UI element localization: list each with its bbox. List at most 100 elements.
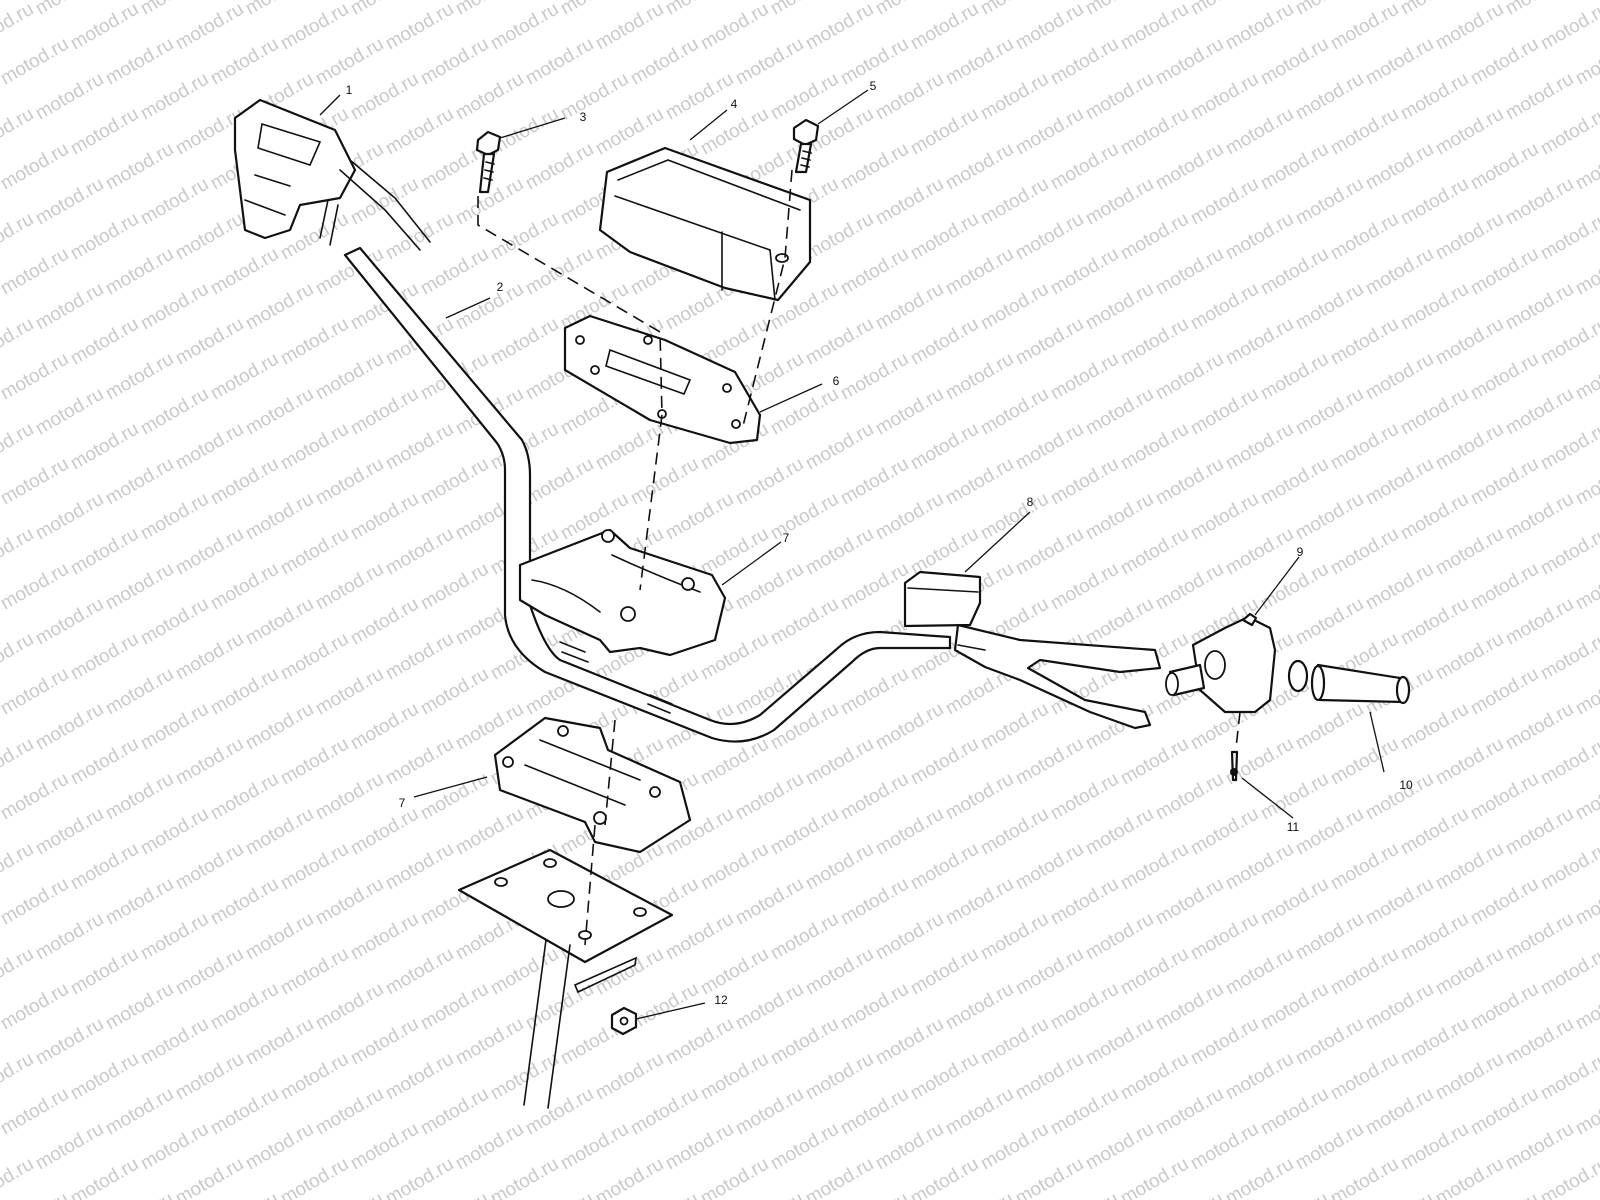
watermark-text: motod.ru — [102, 874, 177, 930]
watermark-text: motod.ru — [1117, 1049, 1192, 1105]
watermark-text: motod.ru — [382, 1154, 457, 1200]
watermark-text: motod.ru — [67, 209, 142, 265]
watermark-text: motod.ru — [1257, 244, 1332, 300]
callout-11: 11 — [1287, 820, 1300, 834]
watermark-text: motod.ru — [347, 1014, 422, 1070]
watermark-text: motod.ru — [347, 1119, 422, 1175]
watermark-text: motod.ru — [837, 349, 912, 405]
watermark-text: motod.ru — [977, 384, 1052, 440]
watermark-text: motod.ru — [382, 524, 457, 580]
watermark-text: motod.ru — [872, 1014, 947, 1070]
watermark-text: motod.ru — [837, 979, 912, 1035]
watermark-text: motod.ru — [242, 384, 317, 440]
watermark-text: motod.ru — [1012, 209, 1087, 265]
watermark-text: motod.ru — [732, 559, 807, 615]
screw-11 — [1230, 750, 1239, 782]
watermark-text: motod.ru — [942, 139, 1017, 195]
watermark-text: motod.ru — [207, 979, 282, 1035]
watermark-text: motod.ru — [102, 244, 177, 300]
watermark-text: motod.ru — [1292, 0, 1367, 19]
watermark-text: motod.ru — [1257, 874, 1332, 930]
callout-10: 10 — [1399, 778, 1413, 792]
watermark-text: motod.ru — [1537, 419, 1600, 475]
watermark-text: motod.ru — [907, 209, 982, 265]
watermark-text: motod.ru — [0, 1189, 72, 1200]
watermark-text: motod.ru — [1117, 524, 1192, 580]
watermark-text: motod.ru — [697, 839, 772, 895]
watermark-text: motod.ru — [802, 0, 877, 54]
watermark-text: motod.ru — [452, 1014, 527, 1070]
watermark-text: motod.ru — [207, 1084, 282, 1140]
watermark-text: motod.ru — [942, 979, 1017, 1035]
watermark-text: motod.ru — [347, 0, 422, 19]
watermark-text: motod.ru — [1467, 769, 1542, 825]
watermark-text: motod.ru — [767, 0, 842, 19]
watermark-text: motod.ru — [137, 384, 212, 440]
watermark-text: motod.ru — [417, 34, 492, 90]
watermark-text: motod.ru — [347, 174, 422, 230]
watermark-text: motod.ru — [32, 594, 107, 650]
watermark-text: motod.ru — [1432, 1049, 1507, 1105]
watermark-text: motod.ru — [1572, 979, 1600, 1035]
watermark-text: motod.ru — [1257, 769, 1332, 825]
callout-9: 9 — [1297, 545, 1304, 559]
watermark-text: motod.ru — [487, 0, 562, 54]
watermark-text: motod.ru — [767, 489, 842, 545]
watermark-text: motod.ru — [312, 454, 387, 510]
watermark-text: motod.ru — [1502, 384, 1577, 440]
watermark-text: motod.ru — [1152, 769, 1227, 825]
watermark-text: motod.ru — [1012, 419, 1087, 475]
watermark-text: motod.ru — [0, 34, 72, 90]
watermark-text: motod.ru — [1572, 244, 1600, 300]
watermark-text: motod.ru — [662, 69, 737, 125]
watermark-text: motod.ru — [1292, 69, 1367, 125]
watermark-text: motod.ru — [102, 979, 177, 1035]
watermark-text: motod.ru — [347, 804, 422, 860]
watermark-text: motod.ru — [172, 1154, 247, 1200]
watermark-text: motod.ru — [347, 699, 422, 755]
brake-master-cylinder — [903, 570, 1162, 730]
watermark-text: motod.ru — [32, 909, 107, 965]
watermark-text: motod.ru — [767, 804, 842, 860]
watermark-text: motod.ru — [1327, 104, 1402, 160]
watermark-text: motod.ru — [452, 69, 527, 125]
watermark-text: motod.ru — [417, 664, 492, 720]
watermark-text: motod.ru — [0, 0, 37, 54]
watermark-text: motod.ru — [382, 734, 457, 790]
watermark-text: motod.ru — [1187, 69, 1262, 125]
watermark-text: motod.ru — [382, 419, 457, 475]
watermark-text: motod.ru — [1432, 839, 1507, 895]
watermark-text: motod.ru — [172, 524, 247, 580]
watermark-text: motod.ru — [1397, 594, 1472, 650]
watermark-text: motod.ru — [977, 0, 1052, 19]
watermark-text: motod.ru — [452, 804, 527, 860]
watermark-text: motod.ru — [1362, 979, 1437, 1035]
watermark-text: motod.ru — [1047, 349, 1122, 405]
watermark-text: motod.ru — [592, 1049, 667, 1105]
watermark-text: motod.ru — [1117, 104, 1192, 160]
watermark-text: motod.ru — [1397, 909, 1472, 965]
watermark-text: motod.ru — [1117, 944, 1192, 1000]
watermark-text: motod.ru — [32, 489, 107, 545]
watermark-text: motod.ru — [0, 874, 72, 930]
watermark-text: motod.ru — [1327, 1049, 1402, 1105]
watermark-text: motod.ru — [802, 839, 877, 895]
watermark-text: motod.ru — [0, 1049, 37, 1105]
watermark-text: motod.ru — [1082, 0, 1157, 19]
watermark-text: motod.ru — [0, 734, 37, 790]
watermark-text: motod.ru — [1362, 349, 1437, 405]
watermark-text: motod.ru — [1467, 1189, 1542, 1200]
watermark-text: motod.ru — [697, 104, 772, 160]
watermark-text: motod.ru — [1257, 559, 1332, 615]
watermark-text: motod.ru — [837, 244, 912, 300]
watermark-text: motod.ru — [942, 1189, 1017, 1200]
watermark-text: motod.ru — [102, 559, 177, 615]
watermark-text: motod.ru — [1572, 664, 1600, 720]
callout-numbers: 1 2 3 4 5 6 7 7 8 9 10 11 12 — [346, 79, 1413, 1007]
watermark-text: motod.ru — [417, 559, 492, 615]
watermark-text: motod.ru — [102, 454, 177, 510]
watermark-text: motod.ru — [977, 174, 1052, 230]
watermark-text: motod.ru — [1327, 524, 1402, 580]
watermark-text: motod.ru — [312, 769, 387, 825]
